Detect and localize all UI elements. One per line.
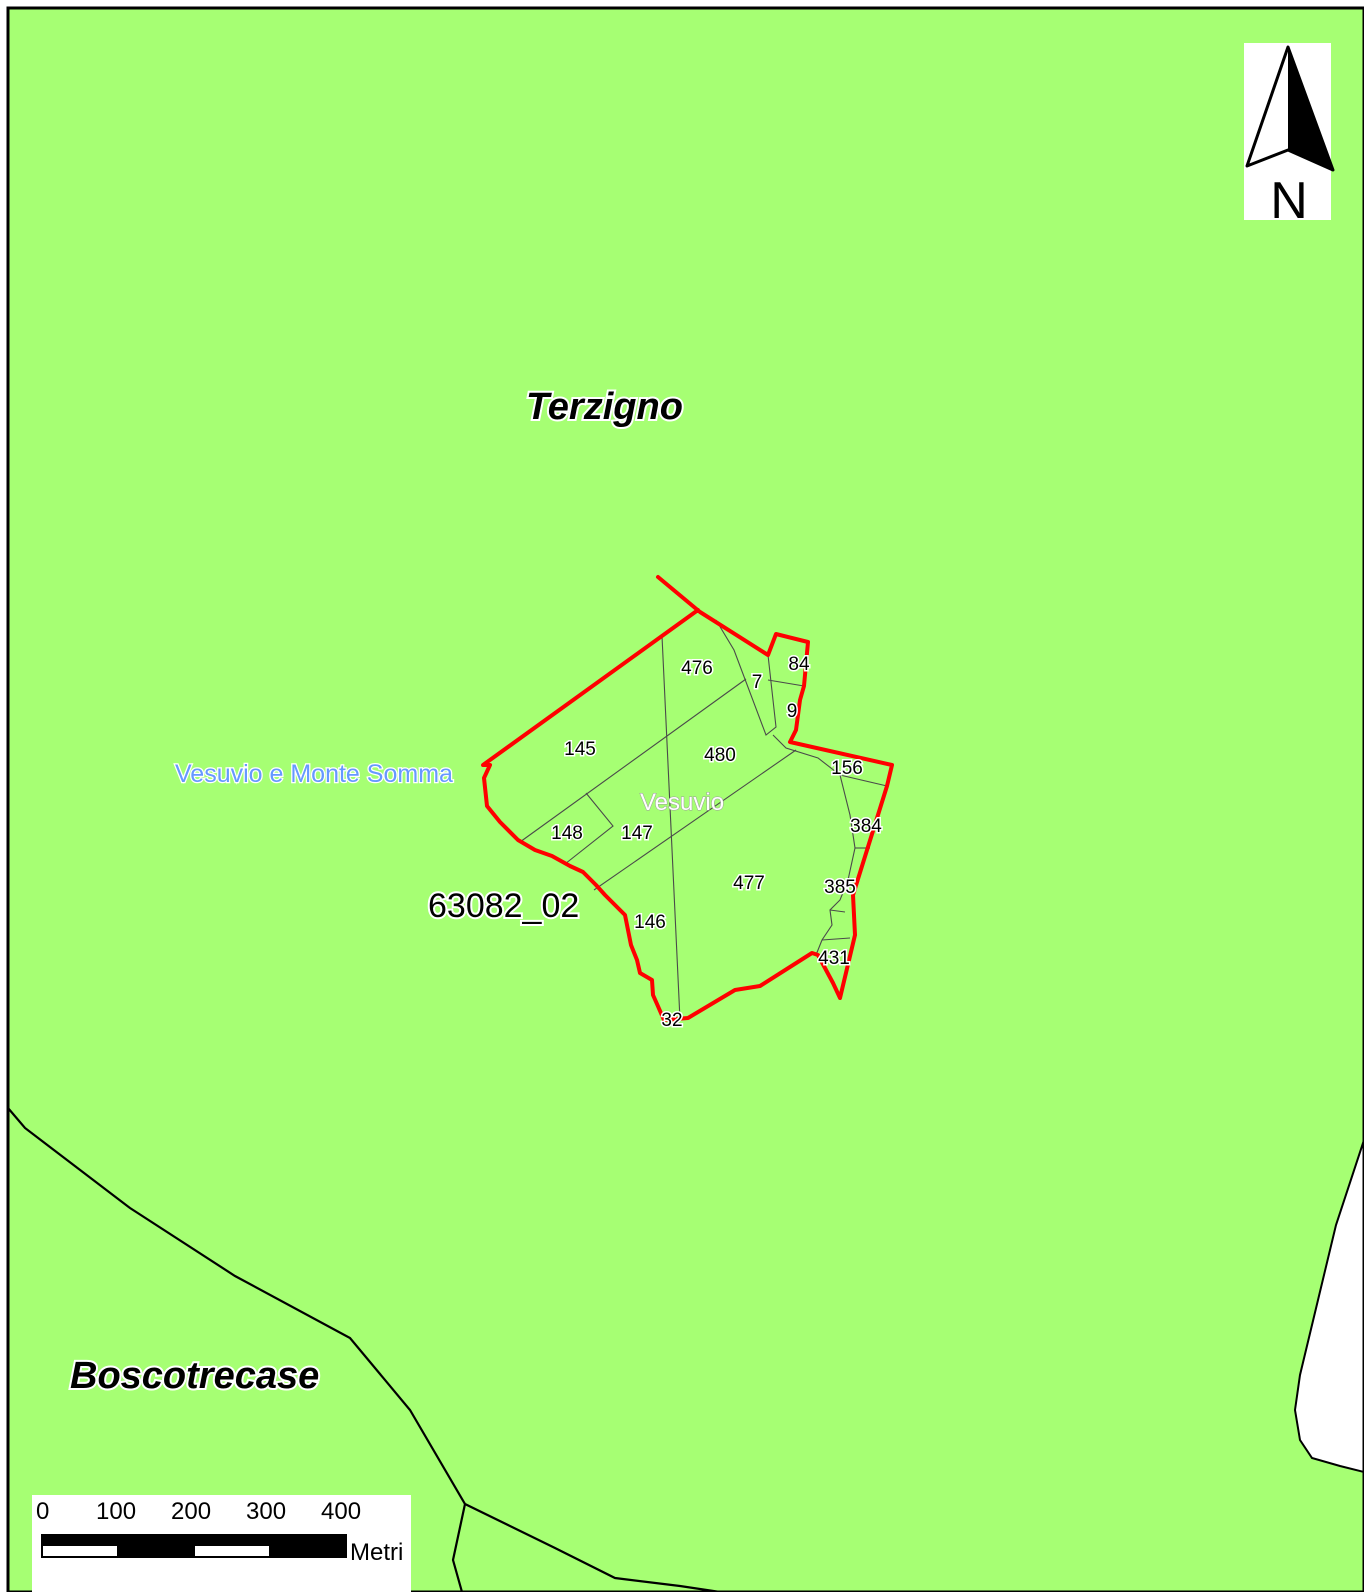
parcel-label-384: 384 — [850, 816, 882, 837]
park-name-label: Vesuvio e Monte Somma — [175, 760, 453, 788]
parcel-lines — [519, 619, 888, 1021]
outside-area — [1293, 1139, 1364, 1474]
scale-segment-lower — [118, 1546, 194, 1557]
municipal-boundary-branch — [451, 1503, 467, 1592]
scale-tick-300: 300 — [246, 1498, 286, 1525]
parcel-label-32: 32 — [661, 1010, 682, 1031]
town-label-terzigno: Terzigno — [526, 386, 683, 428]
site-boundary — [481, 575, 894, 1022]
parcel-label-480: 480 — [704, 745, 736, 766]
scale-segment-lower — [42, 1535, 118, 1546]
municipal-boundary — [7, 1107, 721, 1592]
parcel-label-156: 156 — [831, 758, 863, 779]
parcel-label-145: 145 — [564, 739, 596, 760]
parcel-label-7: 7 — [752, 672, 763, 693]
north-arrow-shade — [1288, 47, 1333, 170]
north-letter: N — [1270, 172, 1308, 230]
scale-tick-0: 0 — [36, 1498, 49, 1525]
parcel-label-431: 431 — [818, 948, 850, 969]
scale-segment-lower — [194, 1535, 270, 1546]
parcel-label-9: 9 — [787, 701, 798, 722]
scale-unit: Metri — [350, 1539, 403, 1566]
scale-bar: 0 100 200 300 400 Metri — [32, 1495, 411, 1592]
scale-tick-200: 200 — [171, 1498, 211, 1525]
park-area — [8, 8, 1364, 1592]
parcel-labels: 476 7 84 9 145 480 156 148 147 384 477 3… — [550, 653, 884, 1033]
site-code-label: 63082_02 — [428, 887, 579, 925]
parcel-label-476: 476 — [681, 658, 713, 679]
parcel-label-385: 385 — [824, 877, 856, 898]
map-frame — [6, 6, 1364, 1592]
parcel-label-477: 477 — [733, 873, 765, 894]
north-arrow: N — [1244, 43, 1335, 230]
scale-segment — [118, 1535, 194, 1546]
parcel-label-148: 148 — [551, 823, 583, 844]
scale-segment-lower — [270, 1546, 346, 1557]
town-label-boscotrecase: Boscotrecase — [70, 1355, 319, 1397]
parcel-label-146: 146 — [634, 912, 666, 933]
parcel-label-147: 147 — [621, 823, 653, 844]
scale-segment — [270, 1535, 346, 1546]
scale-tick-100: 100 — [96, 1498, 136, 1525]
scale-bar-outline — [41, 1534, 347, 1558]
scale-tick-400: 400 — [321, 1498, 361, 1525]
parcel-label-84: 84 — [788, 654, 810, 675]
zone-name-label: Vesuvio — [640, 789, 724, 816]
